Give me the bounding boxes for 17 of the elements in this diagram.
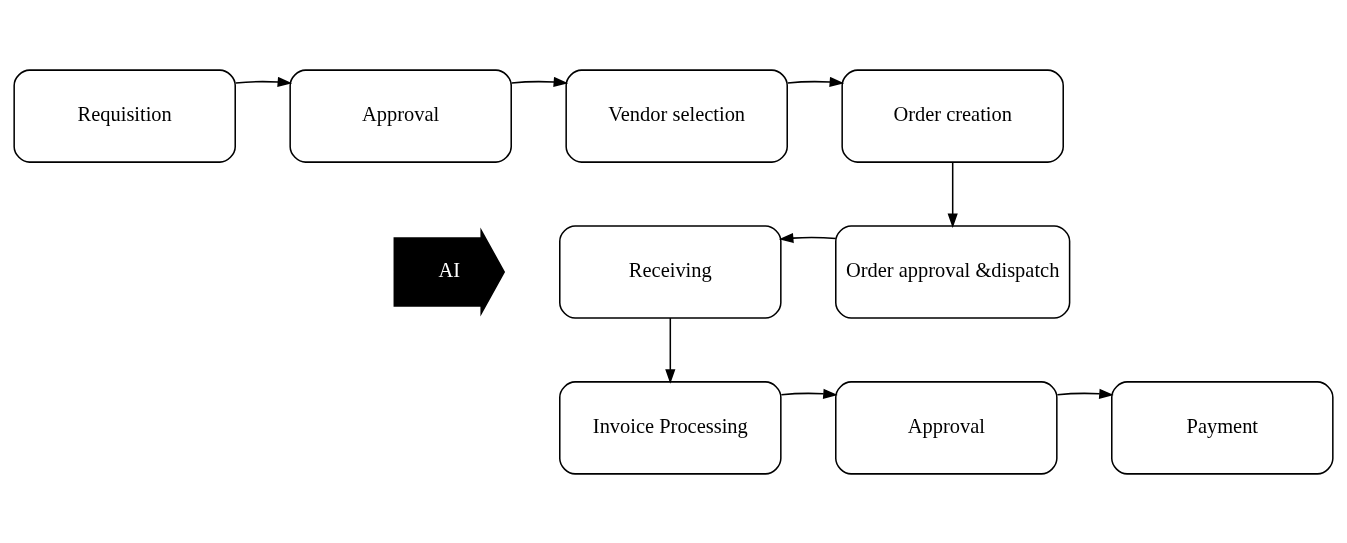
arrow xyxy=(947,160,958,228)
arrow xyxy=(780,388,838,399)
node-box: Requisition xyxy=(13,68,236,163)
arrow xyxy=(665,316,676,384)
node-box: Invoice Processing xyxy=(559,380,782,475)
arrow xyxy=(787,76,845,87)
arrow xyxy=(778,232,837,243)
node-box: Approval xyxy=(835,380,1058,475)
arrow xyxy=(511,76,569,87)
node-box: Order creation xyxy=(841,68,1064,163)
node-box: Vendor selection xyxy=(565,68,788,163)
arrow xyxy=(235,76,293,87)
node-box: Order approval &dispatch xyxy=(835,224,1071,319)
node-box: Payment xyxy=(1111,380,1334,475)
arrow xyxy=(1056,388,1114,399)
node-box: Approval xyxy=(289,68,512,163)
node-box: Receiving xyxy=(559,224,782,319)
